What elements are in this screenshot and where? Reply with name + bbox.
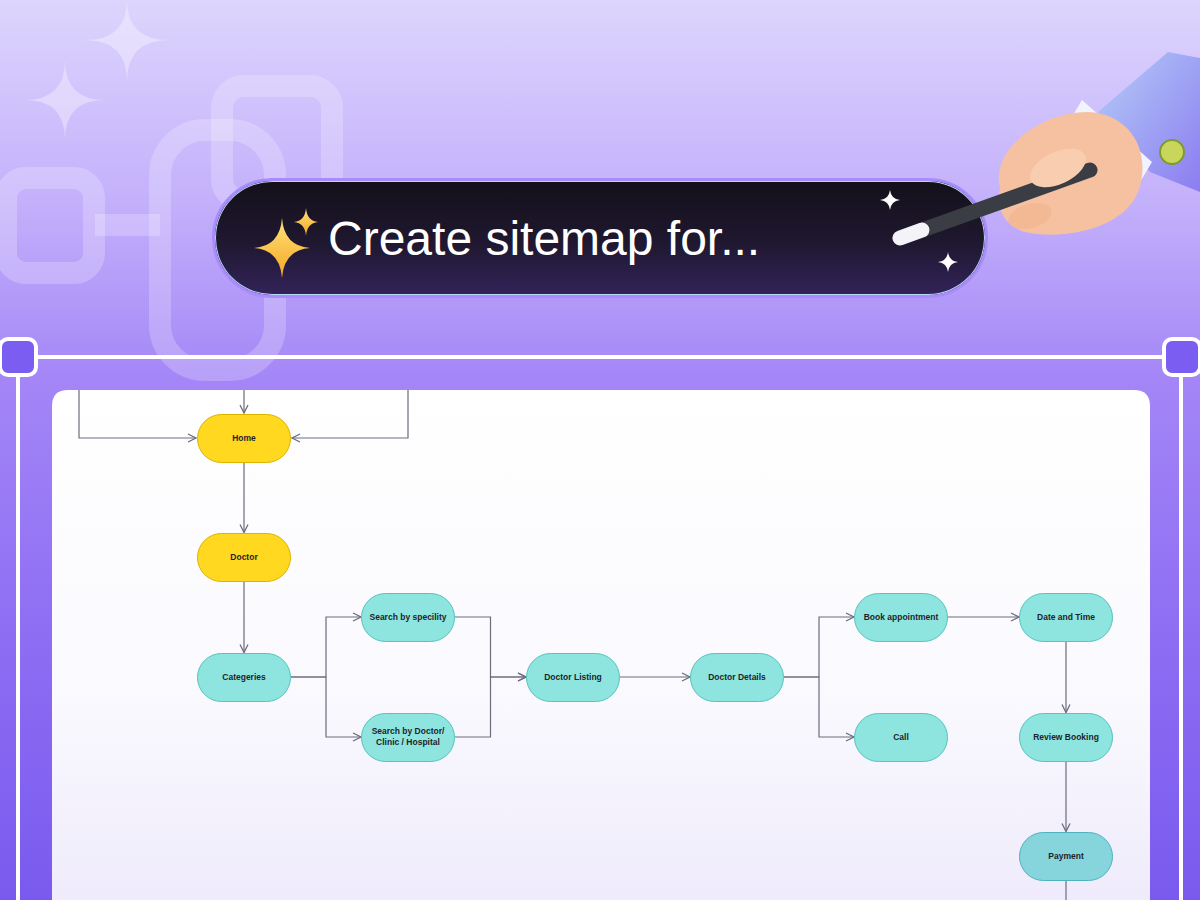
page-box: Book appointment <box>854 593 948 642</box>
node-label: Book appointment <box>864 612 939 623</box>
canvas-card <box>52 390 1150 900</box>
flow-connector <box>1065 642 1066 713</box>
selection-frame <box>0 339 1200 900</box>
page-box: Home <box>197 414 291 463</box>
page-box: Date and Time <box>1019 593 1113 642</box>
node-label: Doctor Listing <box>544 672 602 683</box>
page-box: Payment <box>1019 832 1113 881</box>
flow-connector <box>1065 762 1066 832</box>
page-box: Search by specility <box>361 593 455 642</box>
node-label: Create sitemap for... <box>328 211 760 266</box>
hand-with-wand <box>900 52 1200 238</box>
node-label: Search by Doctor/ Clinic / Hospital <box>366 726 450 747</box>
page-box: Review Booking <box>1019 713 1113 762</box>
flow-connector <box>948 616 1019 617</box>
node-label: Doctor Details <box>708 672 766 683</box>
prompt-bar: Create sitemap for... <box>212 178 988 298</box>
offscreen-connectors <box>79 390 1066 900</box>
flow-connector <box>455 677 526 737</box>
node-label: Call <box>893 732 909 743</box>
flow-connector <box>243 582 244 653</box>
flow-connector <box>243 463 244 533</box>
page-box: Search by Doctor/ Clinic / Hospital <box>361 713 455 762</box>
node-label: Doctor <box>230 552 257 563</box>
decor-sparkles <box>25 0 169 140</box>
flow-connector <box>620 676 690 677</box>
flow-connector <box>784 617 854 677</box>
flow-connector <box>291 677 361 737</box>
node-label: Home <box>232 433 256 444</box>
small-sparkles <box>880 190 958 272</box>
flow-connector <box>784 677 854 737</box>
sparkle-icon <box>254 208 318 278</box>
flow-connector <box>291 617 361 677</box>
page-box: Categeries <box>197 653 291 702</box>
page-box: Doctor <box>197 533 291 582</box>
node-label: Search by specility <box>369 612 446 623</box>
node-label: Categeries <box>222 672 265 683</box>
node-label: Review Booking <box>1033 732 1099 743</box>
page-box: Doctor Listing <box>526 653 620 702</box>
page-box: Doctor Details <box>690 653 784 702</box>
node-label: Date and Time <box>1037 612 1095 623</box>
page-box: Call <box>854 713 948 762</box>
node-label: Payment <box>1048 851 1083 862</box>
flow-connector <box>455 617 526 677</box>
